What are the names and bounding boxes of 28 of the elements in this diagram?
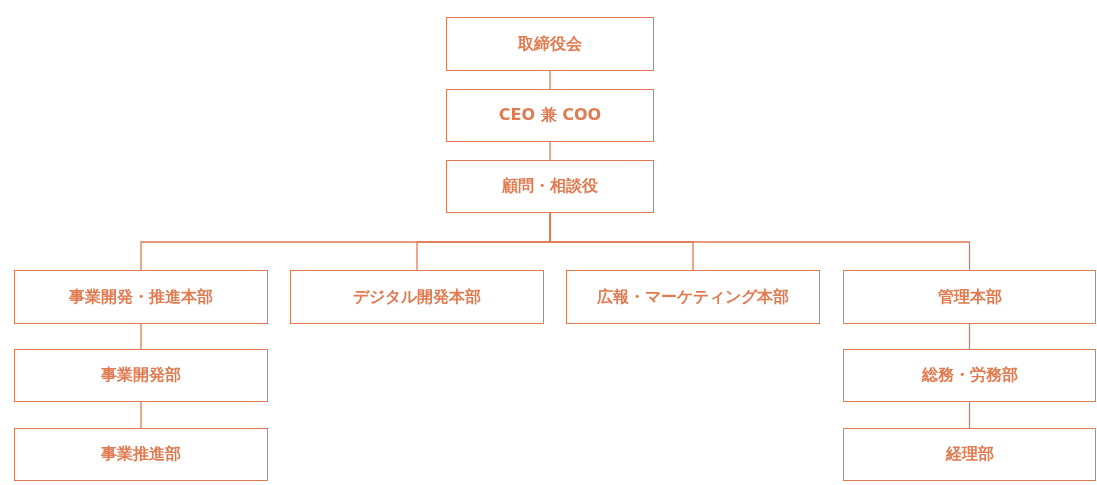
connector-line [968,401,971,429]
box-label: 顧問・相談役 [502,176,598,197]
box-label: 経理部 [945,444,994,465]
connector-line [140,401,142,429]
org-box [843,349,1096,402]
box-label: デジタル開発本部 [353,286,481,308]
connector-line [549,141,551,161]
box-label: 事業開発・推進本部 [69,286,213,308]
box-label: 事業開発部 [101,365,181,386]
box-label: CEO 兼 COO [498,105,602,126]
org-box [446,160,654,213]
org-box [446,17,654,71]
org-box [14,428,268,481]
org-box [290,270,544,324]
box-label: 管理本部 [937,286,1002,308]
box-label: 取締役会 [518,33,582,55]
connector-line [968,323,971,350]
org-box [14,349,268,402]
box-label: 総務・労務部 [921,365,1018,386]
org-box [446,89,654,142]
box-label: 事業推進部 [101,444,181,465]
box-label: 広報・マーケティング本部 [597,286,789,308]
org-box [843,428,1096,481]
org-box [843,270,1096,324]
connector-line [140,323,142,350]
org-box [14,270,268,324]
connector-line [549,70,551,90]
org-box [566,270,820,324]
